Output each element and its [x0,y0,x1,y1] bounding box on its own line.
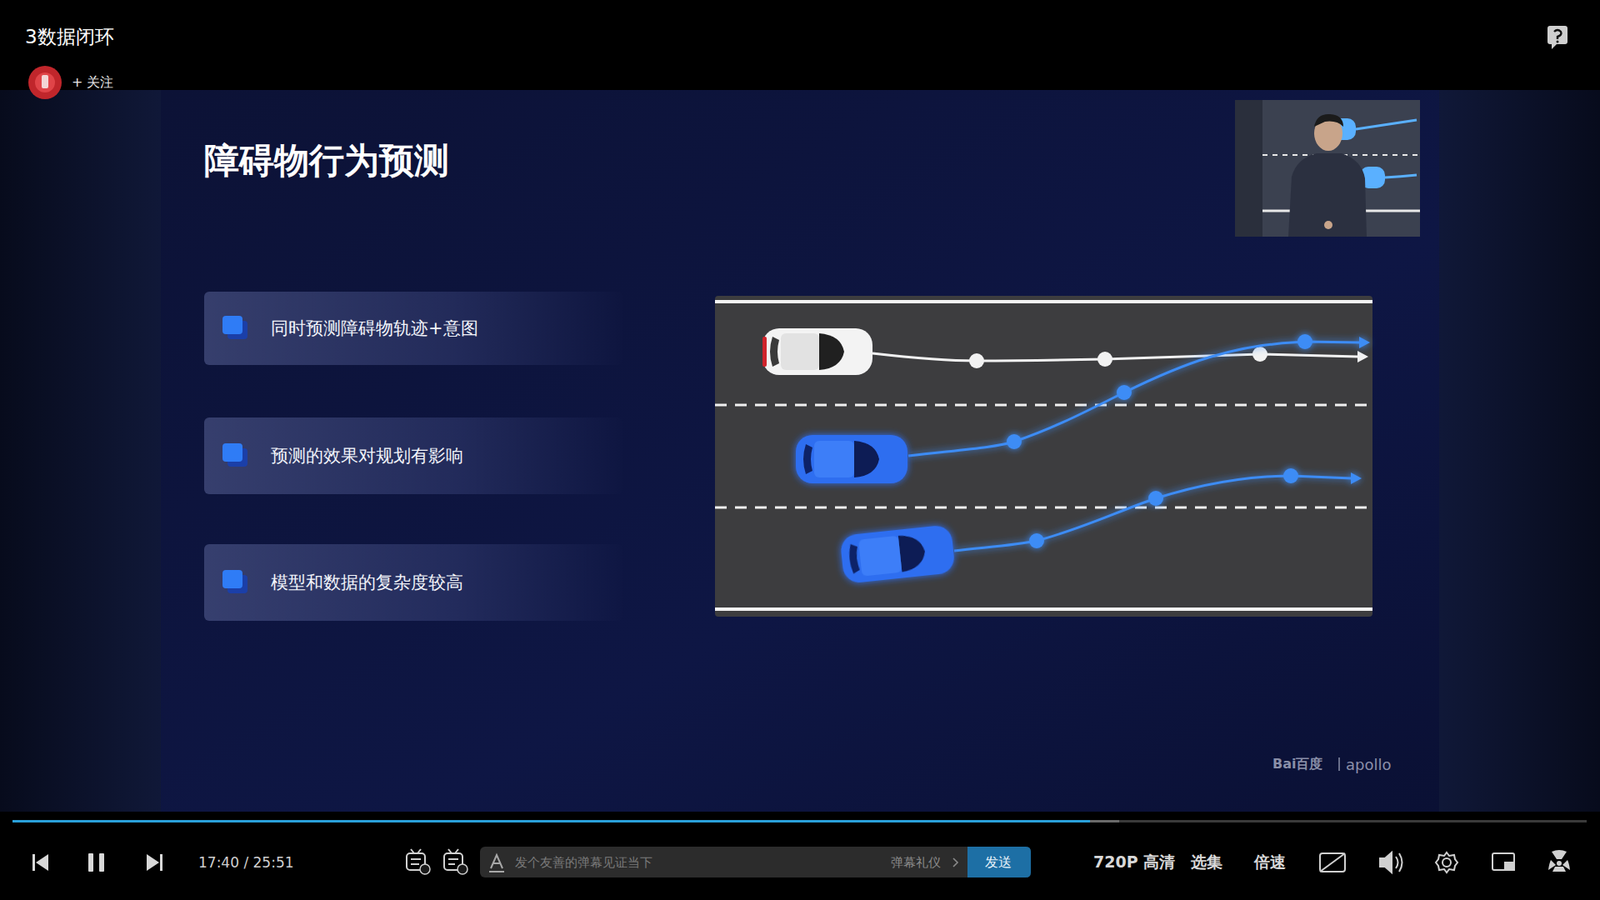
quality-button: 720P 高清 [1093,851,1175,874]
bullet-text: 预测的效果对规划有影响 [270,444,464,468]
danmaku-placeholder: 发个友善的弹幕见证当下 [515,855,653,871]
bullet-box: 预测的效果对规划有影响 [204,417,623,495]
send-button: 发送 [985,854,1012,872]
bullet-icon [222,315,248,341]
speed-button: 倍速 [1254,851,1286,874]
bullet-box: 同时预测障碍物轨迹+意图 [204,291,623,365]
bullet-icon [222,443,248,469]
follow-button: + 关注 [71,74,115,92]
bullet-text: 模型和数据的复杂度较高 [270,570,464,595]
video-title: 3数据闭环 [25,24,115,50]
episodes-button: 选集 [1190,851,1223,874]
slide-title: 障碍物行为预测 [204,137,450,185]
bullet-box: 模型和数据的复杂度较高 [204,544,623,621]
watermark: Bai百度 [1272,755,1323,774]
watermark: apollo [1345,755,1391,774]
bullet-text: 同时预测障碍物轨迹+意图 [270,316,479,340]
time-display: 17:40 / 25:51 [198,854,295,871]
danmaku-etiquette: 弹幕礼仪 [890,855,941,871]
bullet-icon [222,570,248,595]
